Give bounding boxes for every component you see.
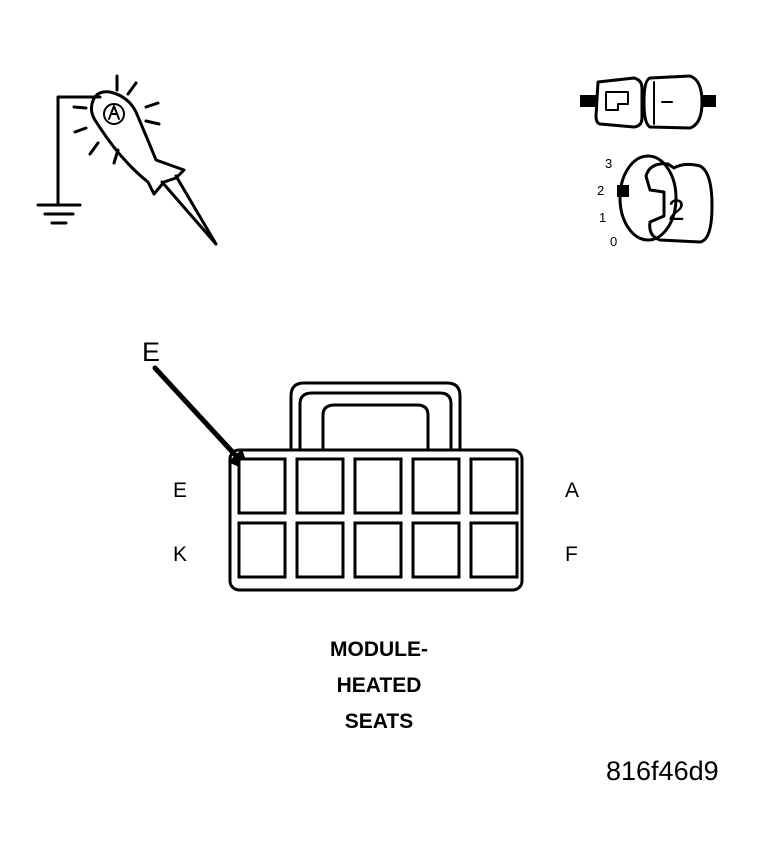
- ground-symbol-icon: [36, 95, 102, 225]
- module-title-line-1: MODULE-: [330, 638, 428, 661]
- figure-code: 816f46d9: [606, 756, 719, 786]
- ignition-key-position-icon: 3 2 1 0 2: [597, 154, 714, 249]
- connector-cavity: [411, 521, 461, 579]
- ignition-position-0: 0: [610, 234, 617, 249]
- pin-label-right-top: A: [565, 479, 579, 502]
- module-title-line-3: SEATS: [345, 710, 413, 733]
- ignition-position-3: 3: [605, 156, 612, 171]
- connector-cavity: [295, 457, 345, 515]
- connector-cavity: [237, 521, 287, 579]
- pin-label-right-bottom: F: [565, 543, 578, 566]
- connector-face: [228, 381, 524, 592]
- ignition-position-1: 1: [599, 210, 606, 225]
- connector-cavity: [469, 457, 519, 515]
- connector-cavity: [353, 457, 403, 515]
- connector-cavity: [411, 457, 461, 515]
- connector-cavity: [353, 521, 403, 579]
- pin-label-left-bottom: K: [173, 543, 187, 566]
- connector-cavity: [295, 521, 345, 579]
- connector-cavity: [237, 457, 287, 515]
- ignition-position-2: 2: [597, 183, 604, 198]
- ignition-key-number: 2: [668, 194, 685, 227]
- disconnected-connector-icon: [580, 74, 716, 130]
- connector-cavities: [237, 457, 519, 579]
- connector-cavity: [469, 521, 519, 579]
- callout-label: E: [142, 337, 160, 367]
- test-light-probe-icon: [72, 74, 218, 246]
- module-title-line-2: HEATED: [337, 674, 422, 697]
- pin-label-left-top: E: [173, 479, 187, 502]
